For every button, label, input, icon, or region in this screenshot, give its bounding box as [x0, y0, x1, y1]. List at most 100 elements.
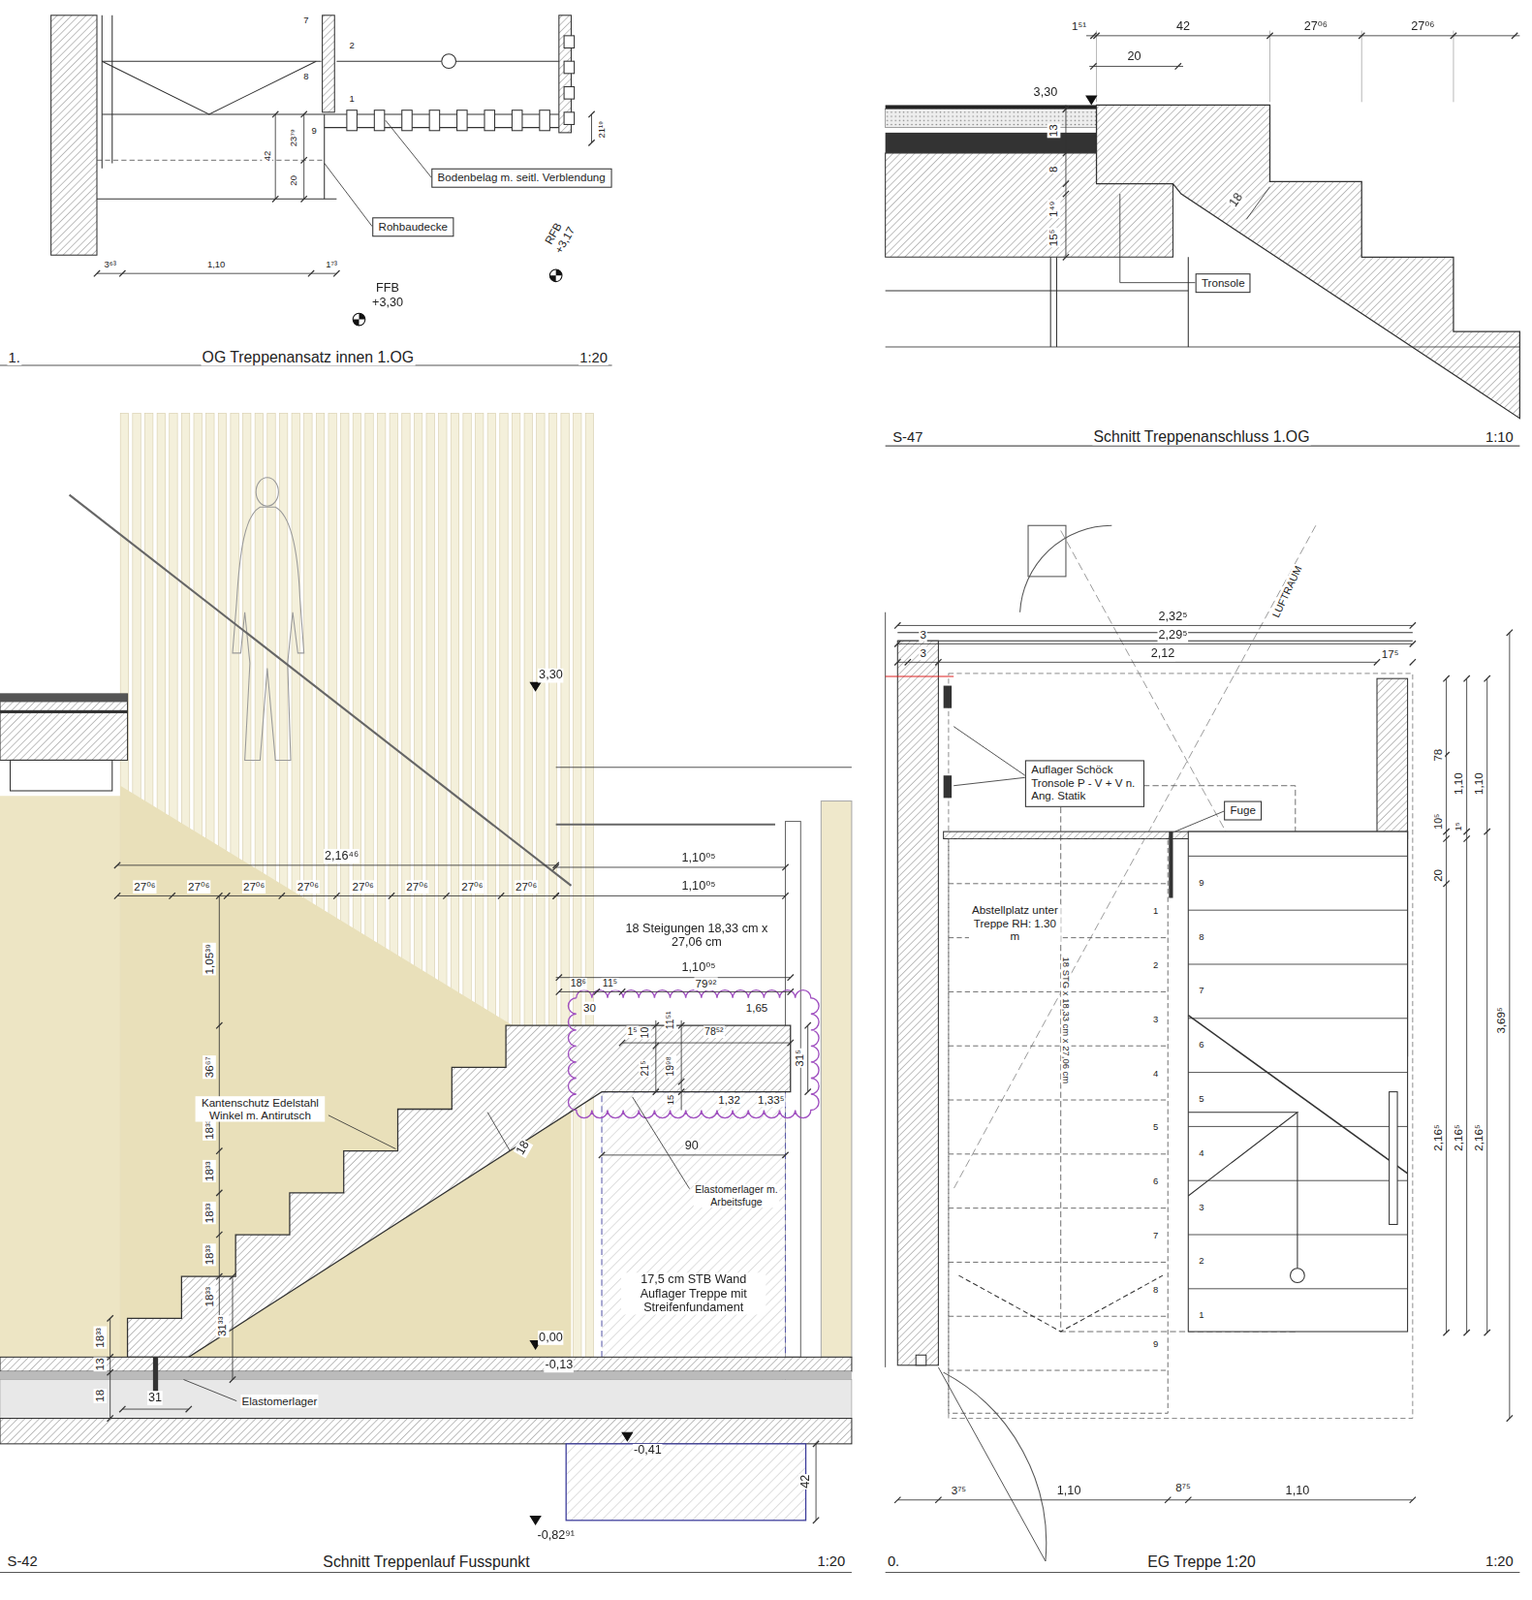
- section-outline: [530, 1516, 541, 1525]
- line-work: [885, 290, 1189, 292]
- callout-box: Auflager Schöck Tronsole P - V + V n. An…: [1025, 759, 1145, 807]
- level-symbol: [549, 269, 563, 282]
- drawing-label: 8: [302, 71, 310, 83]
- light-symbol: [441, 54, 457, 69]
- drawing-label: 8: [1047, 165, 1061, 175]
- person-outline: [232, 506, 305, 760]
- line-work: [96, 273, 337, 275]
- line-work: [186, 1406, 192, 1412]
- line-work: [1506, 629, 1513, 636]
- line-work: [556, 895, 786, 897]
- drawing-label: 18: [93, 1388, 107, 1404]
- drawing-label: 20: [1432, 868, 1445, 883]
- line-work: [805, 1088, 812, 1095]
- section-part: [565, 1443, 806, 1521]
- drawing-label: -0,82⁹¹: [535, 1528, 576, 1543]
- line-work: [678, 1022, 685, 1029]
- line-work: [388, 892, 395, 899]
- drawing-label: 13: [1047, 123, 1061, 138]
- line-work: [897, 625, 1413, 626]
- drawing-label: Elastomerlager: [240, 1394, 318, 1407]
- section-outline: [1096, 104, 1521, 418]
- section-outline: [127, 1025, 791, 1357]
- drawing-label: 3⁶³: [102, 258, 117, 270]
- line-work: [324, 113, 562, 115]
- section-part: [0, 693, 128, 702]
- drawing-label: 27⁰⁶: [132, 879, 157, 893]
- drawing-label: 90: [684, 1138, 700, 1154]
- line-work: [498, 892, 504, 899]
- section-part: [322, 15, 336, 113]
- drawing-label: 7: [302, 15, 310, 27]
- drawing-label: 1,10: [1284, 1483, 1312, 1499]
- drawing-label: 2,16⁵: [1452, 1123, 1466, 1152]
- line-work: [301, 111, 308, 118]
- drawing-label: 1⁵: [625, 1025, 638, 1037]
- line-work: [107, 1353, 114, 1360]
- drawing-label: 11⁵: [601, 977, 619, 990]
- drawing-label: 3: [918, 646, 928, 659]
- drawing-label: 1⁷³: [324, 258, 339, 270]
- line-work: [323, 114, 325, 199]
- section-outline: [1188, 1112, 1298, 1196]
- drawing-label: 3: [1197, 1201, 1205, 1213]
- line-work: [324, 162, 373, 226]
- drawing-label: RFB +3,17: [537, 212, 581, 261]
- line-work: [1188, 855, 1407, 857]
- drawing-label: FFB +3,30: [365, 281, 410, 311]
- line-work: [1246, 187, 1270, 220]
- section-part: [0, 710, 128, 714]
- drawing-label: 9: [1152, 1338, 1159, 1349]
- callout-text: Fuge: [1229, 804, 1255, 818]
- section-outline: [622, 1432, 633, 1440]
- line-work: [385, 120, 432, 178]
- callout-text: Bodenbelag m. seitl. Verblendung: [437, 171, 606, 186]
- drawing-label: 1:20: [578, 348, 609, 366]
- drawing-label: 1: [1197, 1310, 1205, 1321]
- line-work: [1361, 31, 1363, 103]
- line-work: [1188, 1017, 1407, 1019]
- line-work: [275, 114, 277, 199]
- drawing-label: 31: [147, 1390, 163, 1406]
- section-outline: [530, 682, 541, 690]
- drawing-label: 18³³: [202, 1202, 216, 1225]
- line-work: [1056, 256, 1058, 347]
- drawing-label: Abstellplatz unter Treppe RH: 1.30 m: [969, 904, 1062, 943]
- section-outline: [958, 1275, 1163, 1332]
- line-work: [885, 676, 955, 678]
- section-part: [563, 86, 575, 99]
- line-work: [1508, 632, 1510, 1419]
- light-symbol: [1290, 1268, 1306, 1283]
- line-work: [781, 1152, 788, 1158]
- drawing-label: S-42: [6, 1552, 39, 1569]
- drawing-label: 1⁵: [1453, 820, 1465, 832]
- drawing-label: 27⁰⁶: [514, 879, 538, 893]
- section-part: [511, 110, 523, 131]
- line-work: [897, 640, 1413, 642]
- line-work: [787, 974, 794, 981]
- line-work: [1463, 1329, 1470, 1336]
- drawing-label: 9: [1197, 876, 1205, 888]
- line-work: [216, 1273, 222, 1280]
- section-part: [943, 686, 952, 709]
- section-part: [429, 110, 440, 131]
- line-work: [1511, 32, 1518, 39]
- drawing-label: 1: [1152, 906, 1159, 917]
- drawing-label: 1,10: [1472, 771, 1486, 796]
- drawing-label: 1,05³⁹: [202, 942, 216, 975]
- line-work: [559, 991, 791, 993]
- line-work: [231, 1276, 233, 1379]
- line-work: [442, 892, 449, 899]
- line-work: [894, 1497, 901, 1503]
- drawing-label: Kantenschutz Edelstahl Winkel m. Antirut…: [195, 1095, 326, 1123]
- drawing-label: 7: [1152, 1230, 1159, 1242]
- line-work: [1442, 675, 1449, 682]
- line-work: [681, 1020, 683, 1111]
- callout-text: Rohbaudecke: [378, 219, 448, 234]
- line-work: [884, 612, 886, 1368]
- line-work: [1175, 811, 1225, 832]
- section-part: [885, 104, 1097, 109]
- drawing-label: 17⁵: [1380, 647, 1401, 660]
- line-work: [885, 1571, 1521, 1573]
- line-work: [1409, 640, 1416, 647]
